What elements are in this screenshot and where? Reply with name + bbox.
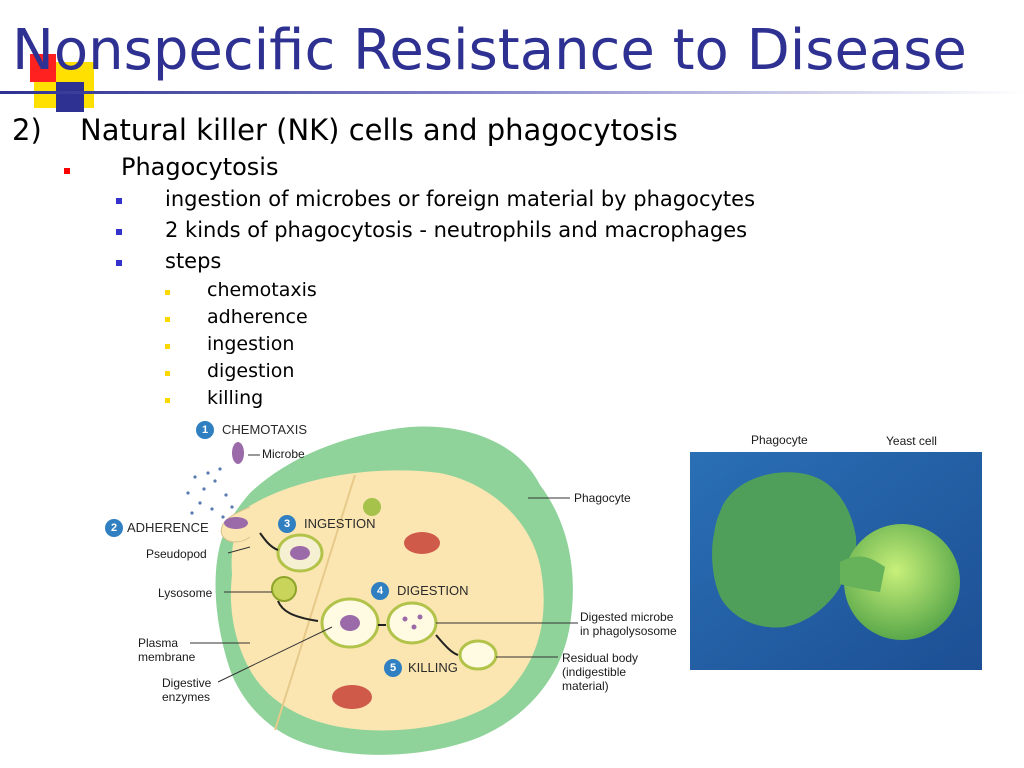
stage-2-label: ADHERENCE xyxy=(127,520,209,535)
phagocytosis-diagram xyxy=(186,426,578,755)
step-digestion: digestion xyxy=(207,360,295,382)
stage-5-label: KILLING xyxy=(408,660,458,675)
bullet-blue xyxy=(116,260,122,266)
micrograph-yeast-cell xyxy=(844,524,960,640)
bullet-red xyxy=(64,168,70,174)
point-2: 2 kinds of phagocytosis - neutrophils an… xyxy=(165,218,748,242)
bullet-yellow xyxy=(165,344,170,349)
label-residual-body: Residual body (indigestible material) xyxy=(562,651,639,693)
stage-5-badge: 5 xyxy=(384,659,402,677)
stage-1-label: CHEMOTAXIS xyxy=(222,422,307,437)
photo-label-yeast-cell: Yeast cell xyxy=(886,434,937,448)
point-1: ingestion of microbes or foreign materia… xyxy=(165,187,756,211)
decor-line-gradient xyxy=(0,91,1024,94)
heading-number: 2) xyxy=(12,113,42,147)
mitochondrion xyxy=(404,532,440,554)
label-digestive-enzymes: Digestive enzymes xyxy=(162,676,212,704)
digested-microbe xyxy=(386,601,438,645)
bullet-yellow xyxy=(165,371,170,376)
phagocyte-micrograph xyxy=(690,452,982,670)
label-plasma-membrane: Plasma membrane xyxy=(138,636,196,664)
label-microbe: Microbe xyxy=(262,447,305,461)
bullet-blue xyxy=(116,198,122,204)
subheading: Phagocytosis xyxy=(121,153,279,181)
micrograph-phagocyte xyxy=(712,472,857,628)
stage-2-badge: 2 xyxy=(105,519,123,537)
step-chemotaxis: chemotaxis xyxy=(207,279,317,301)
bullet-yellow xyxy=(165,290,170,295)
microbe-particles xyxy=(186,467,234,519)
slide-title: Nonspecific Resistance to Disease xyxy=(12,18,967,83)
label-pseudopod: Pseudopod xyxy=(146,547,207,561)
bullet-yellow xyxy=(165,317,170,322)
mitochondrion xyxy=(332,685,372,709)
step-killing: killing xyxy=(207,387,264,409)
heading-text: Natural killer (NK) cells and phagocytos… xyxy=(80,113,678,147)
lysosome xyxy=(271,576,297,602)
step-adherence: adherence xyxy=(207,306,308,328)
label-digested-microbe: Digested microbe in phagolysosome xyxy=(580,610,677,638)
stage-4-label: DIGESTION xyxy=(397,583,469,598)
stage-1-badge: 1 xyxy=(196,421,214,439)
label-lysosome: Lysosome xyxy=(158,586,213,600)
residual-body xyxy=(458,639,498,671)
step-ingestion: ingestion xyxy=(207,333,295,355)
bullet-blue xyxy=(116,229,122,235)
label-phagocyte: Phagocyte xyxy=(574,491,631,505)
stage-3-badge: 3 xyxy=(278,515,296,533)
point-3: steps xyxy=(165,249,222,273)
bullet-yellow xyxy=(165,398,170,403)
organelle xyxy=(363,498,381,516)
adhering-microbe xyxy=(224,517,248,529)
microbe-icon xyxy=(232,442,244,464)
stage-3-label: INGESTION xyxy=(304,516,376,531)
stage-4-badge: 4 xyxy=(371,582,389,600)
photo-label-phagocyte: Phagocyte xyxy=(751,433,808,447)
decor-square-blue xyxy=(56,82,84,112)
decor-square-red xyxy=(30,54,56,82)
